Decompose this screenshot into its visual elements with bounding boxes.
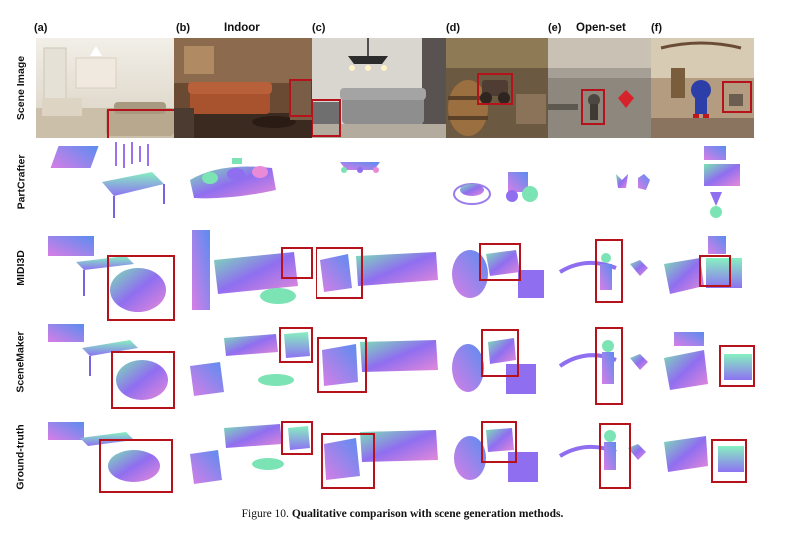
render-scenemaker-f bbox=[660, 328, 756, 408]
figure-caption: Figure 10. Qualitative comparison with s… bbox=[0, 508, 805, 520]
scene-image-c bbox=[312, 38, 446, 138]
scene-image-b bbox=[174, 38, 312, 138]
column-label-f: (f) bbox=[651, 22, 662, 34]
render-groundtruth-b bbox=[184, 418, 314, 492]
render-groundtruth-d bbox=[452, 420, 547, 490]
render-partcrafter-c bbox=[330, 146, 390, 176]
group-label-indoor: Indoor bbox=[224, 22, 260, 34]
render-midi3d-f bbox=[660, 234, 756, 306]
scene-image-d bbox=[446, 38, 548, 138]
render-midi3d-d bbox=[450, 240, 545, 302]
column-label-b: (b) bbox=[176, 22, 191, 34]
render-midi3d-e bbox=[556, 238, 652, 306]
row-label-scenemaker: SceneMaker bbox=[15, 331, 28, 393]
row-label-scene-image: Scene Image bbox=[15, 55, 28, 121]
group-label-openset: Open-set bbox=[576, 22, 626, 34]
render-midi3d-c bbox=[315, 240, 440, 300]
render-midi3d-a bbox=[46, 232, 176, 322]
scene-image-f bbox=[651, 38, 754, 138]
render-scenemaker-e bbox=[556, 324, 652, 408]
row-label-ground-truth: Ground-truth bbox=[15, 424, 27, 490]
render-scenemaker-b bbox=[184, 322, 314, 408]
render-partcrafter-e bbox=[606, 168, 656, 198]
column-label-a: (a) bbox=[34, 22, 48, 34]
render-partcrafter-f bbox=[690, 142, 750, 222]
render-groundtruth-c bbox=[316, 424, 440, 490]
render-scenemaker-d bbox=[450, 326, 545, 400]
column-label-e: (e) bbox=[548, 22, 562, 34]
render-scenemaker-c bbox=[316, 330, 440, 400]
render-midi3d-b bbox=[188, 230, 318, 318]
render-scenemaker-a bbox=[46, 318, 176, 412]
row-label-midi3d: MIDI3D bbox=[15, 250, 27, 286]
render-partcrafter-a bbox=[40, 142, 170, 222]
column-label-d: (d) bbox=[446, 22, 461, 34]
render-groundtruth-e bbox=[556, 420, 652, 492]
render-partcrafter-b bbox=[180, 150, 300, 210]
render-partcrafter-d bbox=[452, 158, 547, 214]
figure-caption-title: Qualitative comparison with scene genera… bbox=[291, 508, 564, 520]
scene-image-a bbox=[36, 38, 174, 138]
render-groundtruth-a bbox=[46, 416, 176, 496]
scene-image-e bbox=[548, 38, 651, 138]
figure-caption-prefix: Figure 10. bbox=[241, 508, 292, 520]
row-label-partcrafter: PartCrafter bbox=[15, 154, 28, 210]
column-label-c: (c) bbox=[312, 22, 326, 34]
render-groundtruth-f bbox=[660, 420, 756, 492]
